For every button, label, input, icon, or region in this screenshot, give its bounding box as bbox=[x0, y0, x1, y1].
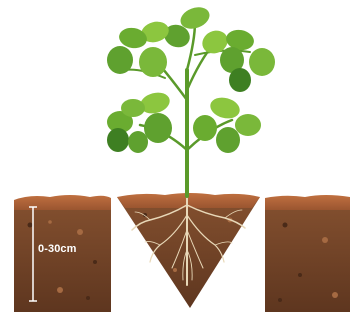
leaf bbox=[121, 99, 145, 117]
depth-label: 0-30cm bbox=[38, 243, 77, 255]
leaf bbox=[208, 94, 242, 121]
leaf bbox=[235, 114, 261, 136]
leaf bbox=[139, 47, 167, 77]
leaf bbox=[128, 131, 148, 153]
leaf bbox=[107, 128, 129, 152]
right-soil-block bbox=[265, 195, 350, 312]
leaf bbox=[107, 46, 133, 74]
leaf bbox=[249, 48, 275, 76]
leaf bbox=[216, 127, 240, 153]
leaf bbox=[229, 68, 251, 92]
leaf bbox=[144, 113, 172, 143]
plant-leaves bbox=[107, 3, 275, 153]
leaf bbox=[193, 115, 217, 141]
